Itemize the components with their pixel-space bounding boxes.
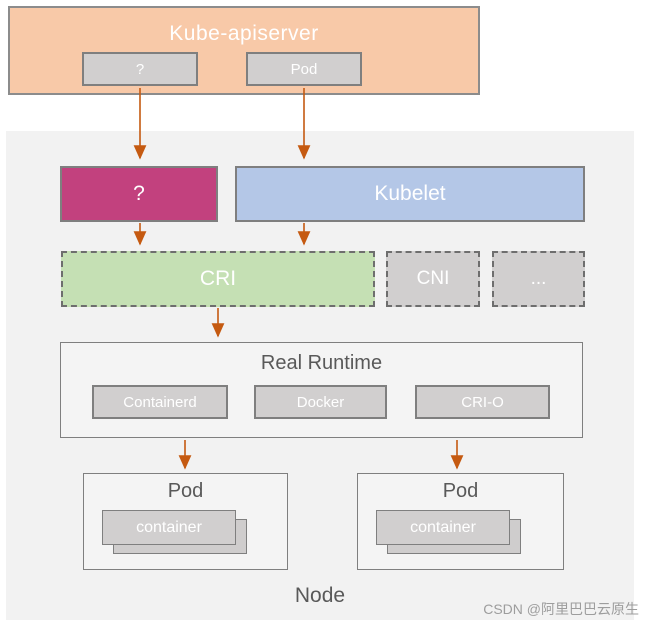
docker-box: Docker: [254, 385, 387, 419]
cni-box: CNI: [386, 251, 480, 307]
kubelet-box: Kubelet: [235, 166, 585, 222]
real-runtime-box: Real Runtime Containerd Docker CRI-O: [60, 342, 583, 438]
ellipsis-box: ...: [492, 251, 585, 307]
kube-apiserver-box: Kube-apiserver ? Pod: [8, 6, 480, 95]
cri-o-box: CRI-O: [415, 385, 550, 419]
container-box: container: [102, 510, 236, 545]
unknown-component-box: ?: [60, 166, 218, 222]
apiserver-unknown-chip: ?: [82, 52, 198, 86]
apiserver-pod-chip: Pod: [246, 52, 362, 86]
node-label: Node: [294, 584, 346, 607]
pod-box-right: Pod container: [357, 473, 564, 570]
pod-title: Pod: [167, 480, 204, 502]
csdn-watermark: CSDN @阿里巴巴云原生: [483, 601, 639, 617]
containerd-box: Containerd: [92, 385, 228, 419]
real-runtime-title: Real Runtime: [260, 352, 383, 374]
pod-title: Pod: [442, 480, 479, 502]
cri-box: CRI: [61, 251, 375, 307]
kube-apiserver-title: Kube-apiserver: [169, 22, 319, 45]
container-box: container: [376, 510, 510, 545]
pod-box-left: Pod container: [83, 473, 288, 570]
